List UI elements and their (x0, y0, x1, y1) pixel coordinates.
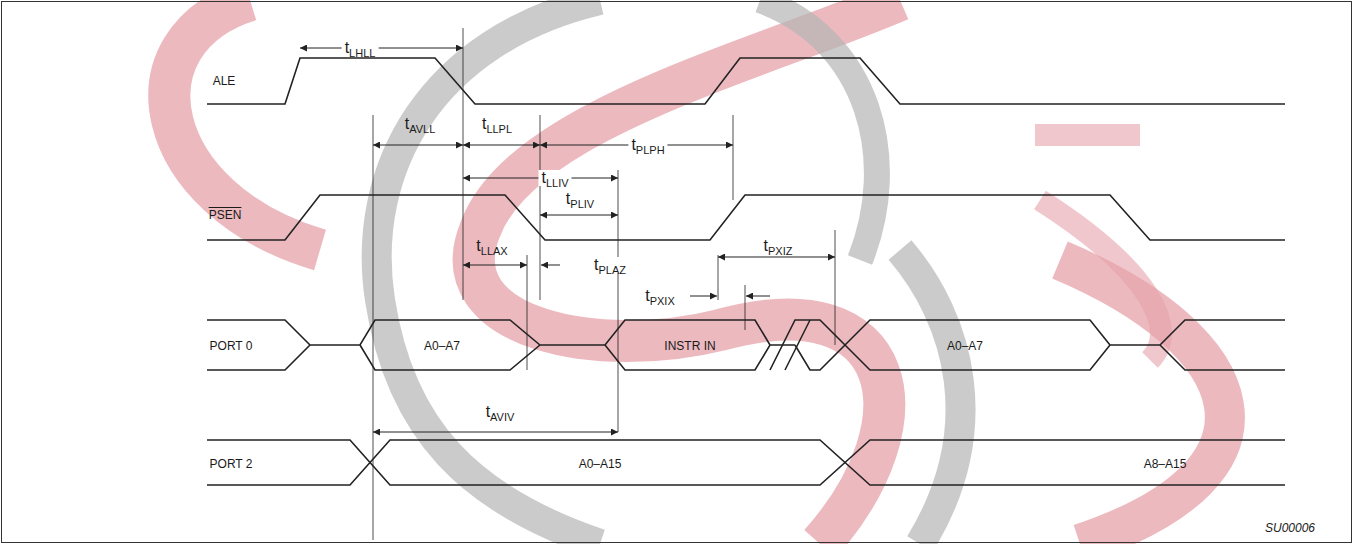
timing-arrow (541, 265, 560, 266)
timing-parameter: tLHLL (342, 40, 379, 56)
reference-line (527, 255, 528, 370)
timing-parameter: tPLAZ (591, 257, 629, 273)
timing-arrow (373, 145, 463, 146)
bus-value: INSTR IN (664, 340, 715, 352)
reference-line (718, 255, 719, 300)
watermark (169, 0, 1224, 544)
reference-lines (373, 28, 835, 540)
signal-trace (795, 320, 1110, 370)
timing-parameter: tAVIV (483, 404, 518, 420)
timing-arrow (746, 296, 770, 297)
bus-value: A8–A15 (1144, 458, 1187, 470)
timing-arrows (300, 48, 835, 432)
bus-value: A0–A7 (424, 340, 460, 352)
timing-arrow (463, 265, 527, 266)
reference-line (618, 170, 619, 432)
reference-line (373, 115, 374, 540)
signal-trace (770, 320, 1285, 370)
timing-parameter: tPLPH (628, 137, 667, 153)
signal-trace (207, 440, 1285, 485)
timing-parameter: tPXIZ (761, 238, 796, 254)
timing-parameter: tPLIV (566, 191, 594, 207)
timing-parameter: tAVLL (405, 116, 436, 132)
reference-line (540, 115, 541, 300)
timing-parameter: tLLAX (476, 238, 507, 254)
timing-arrow (300, 48, 463, 49)
reference-line (463, 28, 464, 300)
timing-parameter: tLLPL (482, 116, 512, 132)
timing-arrow (463, 145, 540, 146)
timing-arrow (373, 432, 618, 433)
signal-trace (1160, 345, 1285, 370)
bus-value: A0–A15 (579, 458, 622, 470)
signal-name: PORT 2 (210, 458, 253, 470)
signal-name: PORT 0 (210, 340, 253, 352)
signal-name: PSEN (209, 209, 242, 221)
reference-line (835, 230, 836, 345)
reference-line (733, 115, 734, 200)
timing-arrow (690, 296, 717, 297)
signal-trace (207, 440, 1285, 485)
figure-code: SU00006 (1265, 522, 1315, 534)
timing-parameter: tPXIX (642, 288, 678, 304)
timing-parameter: tLLIV (538, 170, 571, 186)
waveforms (207, 58, 1285, 485)
bus-value: A0–A7 (947, 340, 983, 352)
timing-arrow (540, 215, 618, 216)
reference-line (745, 285, 746, 330)
signal-trace (207, 195, 1285, 240)
signal-trace (207, 58, 1285, 104)
signal-name: ALE (213, 75, 236, 87)
